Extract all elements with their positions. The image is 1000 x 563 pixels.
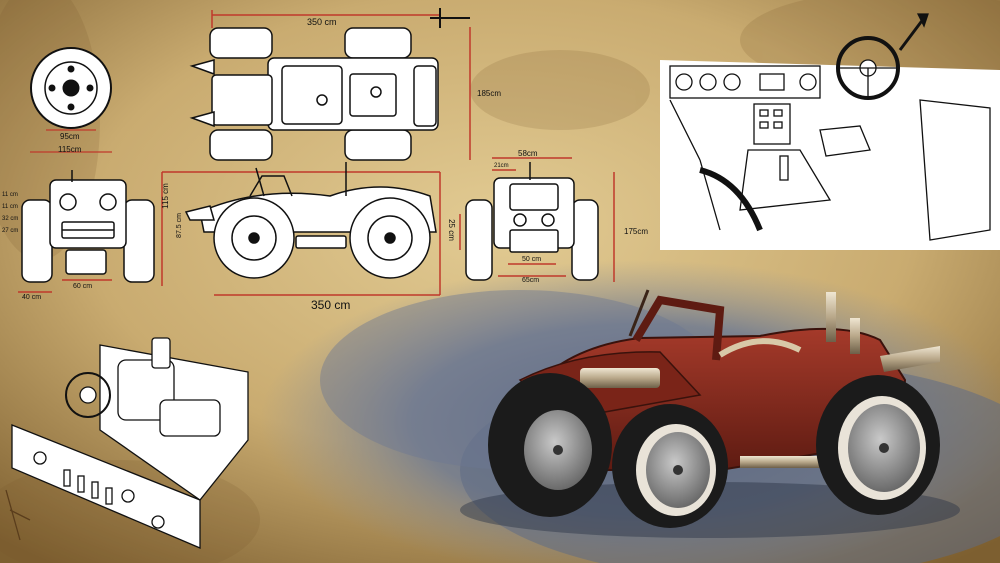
side-wheel-height-label: 87.5 cm (175, 213, 183, 238)
front-tire-width-label: 40 cm (22, 294, 42, 301)
front-view-drawing (18, 170, 155, 293)
side-view-drawing (161, 162, 461, 296)
rear-height-label: 175cm (624, 227, 649, 236)
front-wheel (488, 373, 612, 517)
top-view-length-label: 350 cm (307, 17, 337, 27)
wheel-diameter-label: 95cm (60, 132, 80, 141)
side-clearance-label: 25 cm (446, 219, 456, 241)
front-tiny-label-1: 11 cm (2, 192, 18, 198)
buggy-render (460, 289, 960, 538)
side-length-label: 350 cm (311, 298, 351, 312)
rear-outer-label: 65cm (522, 277, 540, 284)
top-view-width-label: 185cm (477, 89, 502, 98)
rear-wheel (816, 375, 940, 515)
rear-small-label: 21cm (494, 163, 509, 169)
rear-view-drawing (465, 157, 615, 282)
rear-top-width-label: 58cm (518, 149, 538, 158)
front-tiny-label-3: 32 cm (2, 216, 19, 222)
top-view-drawing (189, 8, 471, 161)
interior-sketch (660, 13, 1000, 250)
rear-right-wheel (612, 404, 728, 528)
front-track-label: 60 cm (73, 283, 93, 290)
wheel-outer-label: 115cm (58, 145, 82, 154)
front-tiny-label-4: 27 cm (2, 228, 19, 234)
front-tiny-label-2: 11 cm (2, 204, 18, 210)
engine-sketch (5, 337, 249, 549)
rear-inner-label: 50 cm (522, 256, 542, 263)
wheel-view-drawing (30, 47, 112, 153)
side-height-label: 115 cm (160, 183, 170, 209)
front-tiny-labels: 11 cm 11 cm 32 cm 27 cm (2, 192, 19, 244)
